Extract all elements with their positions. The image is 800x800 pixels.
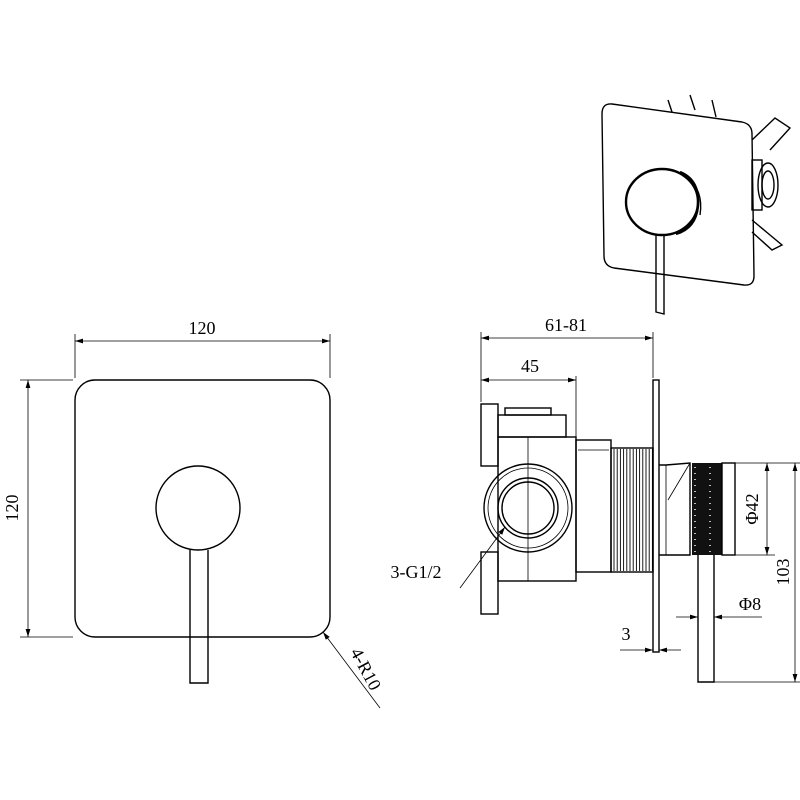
side-lever <box>697 555 715 683</box>
lever-diameter-label: Φ8 <box>739 594 761 614</box>
depth-label: 61-81 <box>545 315 587 335</box>
width-label: 120 <box>189 318 216 338</box>
plate-thickness-label: 3 <box>622 624 631 644</box>
height-dimension <box>20 379 73 638</box>
cover-plate <box>74 379 331 638</box>
side-view: 61-81 45 3-G1/2 Φ42 103 Φ8 3 <box>391 315 800 683</box>
handle-diameter-label: Φ42 <box>742 493 762 524</box>
product-render <box>601 94 792 315</box>
knurled-grip <box>692 463 722 555</box>
valve-body <box>497 436 577 582</box>
width-dimension <box>74 334 331 378</box>
front-view: 120 120 4-R10 <box>2 318 385 709</box>
height-label: 120 <box>2 495 22 522</box>
handle-height-label: 103 <box>773 559 793 586</box>
inlet-leader <box>459 526 506 589</box>
radius-label: 4-R10 <box>346 644 385 693</box>
handle-diameter-dimension <box>735 462 775 556</box>
lever <box>189 550 209 684</box>
handle-height-dimension <box>714 462 800 683</box>
handle-knob <box>155 465 241 551</box>
thread-lines <box>613 449 653 571</box>
body-label: 45 <box>521 356 539 376</box>
body-dimension <box>481 376 577 437</box>
inlet-label: 3-G1/2 <box>391 562 442 582</box>
depth-dimension <box>480 332 654 402</box>
side-plate <box>652 379 660 653</box>
knurl-texture <box>694 467 711 552</box>
radius-leader <box>322 631 381 709</box>
inlet-port <box>483 463 573 553</box>
